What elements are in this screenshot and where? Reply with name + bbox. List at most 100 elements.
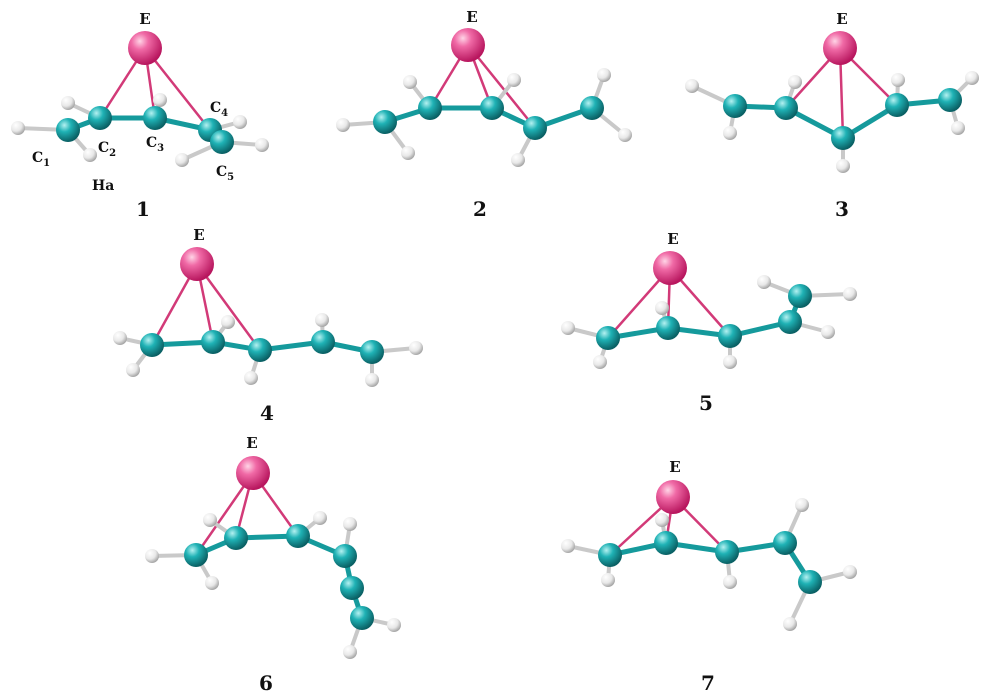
structure-number-1: 1 [136, 197, 150, 221]
structure-number-5: 5 [699, 391, 713, 415]
hydrogen-atom [685, 79, 699, 93]
e-atom [128, 31, 162, 65]
hydrogen-atom [11, 121, 25, 135]
e-atom [656, 480, 690, 514]
hydrogen-atom [221, 315, 235, 329]
hydrogen-atom [965, 71, 979, 85]
hydrogen-atom [836, 159, 850, 173]
hydrogen-atom [597, 68, 611, 82]
carbon-atom [360, 340, 384, 364]
atom-label-ha: Ha [92, 178, 114, 194]
hydrogen-atom [561, 539, 575, 553]
structure-number-2: 2 [473, 197, 487, 221]
carbon-atom [480, 96, 504, 120]
carbon-atom [938, 88, 962, 112]
e-label: E [246, 434, 257, 452]
hydrogen-atom [795, 498, 809, 512]
e-atom [236, 456, 270, 490]
carbon-atom [184, 543, 208, 567]
carbon-atom [340, 576, 364, 600]
hydrogen-atom [203, 513, 217, 527]
hydrogen-atom [153, 93, 167, 107]
hydrogen-atom [83, 148, 97, 162]
carbon-atom-c3 [143, 106, 167, 130]
structure-7: E 7 [561, 458, 857, 695]
structure-number-6: 6 [259, 671, 273, 695]
hydrogen-atom [205, 576, 219, 590]
hydrogen-atom [233, 115, 247, 129]
carbon-atom [350, 606, 374, 630]
e-label: E [193, 226, 204, 244]
carbon-atom [248, 338, 272, 362]
carbon-atom [831, 126, 855, 150]
hydrogen-atom [403, 75, 417, 89]
hydrogen-atom [255, 138, 269, 152]
hydrogen-atom [343, 645, 357, 659]
hydrogen-atom [723, 126, 737, 140]
carbon-atom [715, 540, 739, 564]
hydrogen-atom [365, 373, 379, 387]
hydrogen-atom [336, 118, 350, 132]
carbon-atom [656, 316, 680, 340]
e-atom [823, 31, 857, 65]
hydrogen-atom [145, 549, 159, 563]
carbon-atom [311, 330, 335, 354]
carbon-atom [201, 330, 225, 354]
hydrogen-atom [821, 325, 835, 339]
carbon-atom [654, 531, 678, 555]
carbon-atom [523, 116, 547, 140]
atom-label-c3: C3 [146, 135, 164, 154]
hydrogen-atom [951, 121, 965, 135]
e-label: E [836, 10, 847, 28]
hydrogen-atom [126, 363, 140, 377]
carbon-atom [286, 524, 310, 548]
hydrogen-atom [313, 511, 327, 525]
e-label: E [669, 458, 680, 476]
hydrogen-atom [843, 565, 857, 579]
e-label: E [466, 8, 477, 26]
carbon-atom [885, 93, 909, 117]
carbon-atom-c5 [210, 130, 234, 154]
structure-4: E 4 [113, 226, 423, 425]
e-atom [180, 247, 214, 281]
carbon-atom [798, 570, 822, 594]
carbon-atom [773, 531, 797, 555]
carbon-atom [224, 526, 248, 550]
carbon-atom [373, 110, 397, 134]
structure-5: E 5 [561, 230, 857, 415]
carbon-atom [596, 326, 620, 350]
hydrogen-atom [315, 313, 329, 327]
hydrogen-atom [593, 355, 607, 369]
e-label: E [667, 230, 678, 248]
carbon-atom [580, 96, 604, 120]
atom-label-c5: C5 [216, 164, 234, 183]
carbon-atom [723, 94, 747, 118]
structure-2: E 2 [336, 8, 632, 221]
hydrogen-atom [507, 73, 521, 87]
atom-label-c2: C2 [98, 140, 116, 159]
carbon-atom [598, 543, 622, 567]
hydrogen-atom [655, 513, 669, 527]
hydrogen-atom [387, 618, 401, 632]
hydrogen-atom [175, 153, 189, 167]
carbon-atom [788, 284, 812, 308]
structure-6: E 6 [145, 434, 401, 695]
e-atom [653, 251, 687, 285]
carbon-atom [418, 96, 442, 120]
carbon-atom [718, 324, 742, 348]
e-label: E [139, 10, 150, 28]
structure-number-7: 7 [701, 671, 715, 695]
hydrogen-atom [843, 287, 857, 301]
e-atom [451, 28, 485, 62]
carbon-atom [778, 310, 802, 334]
hydrogen-atom [788, 75, 802, 89]
hydrogen-atom [343, 517, 357, 531]
structure-3: E 3 [685, 10, 979, 221]
carbon-atom-c2 [88, 106, 112, 130]
atom-label-c4: C4 [210, 100, 228, 119]
hydrogen-atom [783, 617, 797, 631]
hydrogen-atom [113, 331, 127, 345]
hydrogen-atom [244, 371, 258, 385]
